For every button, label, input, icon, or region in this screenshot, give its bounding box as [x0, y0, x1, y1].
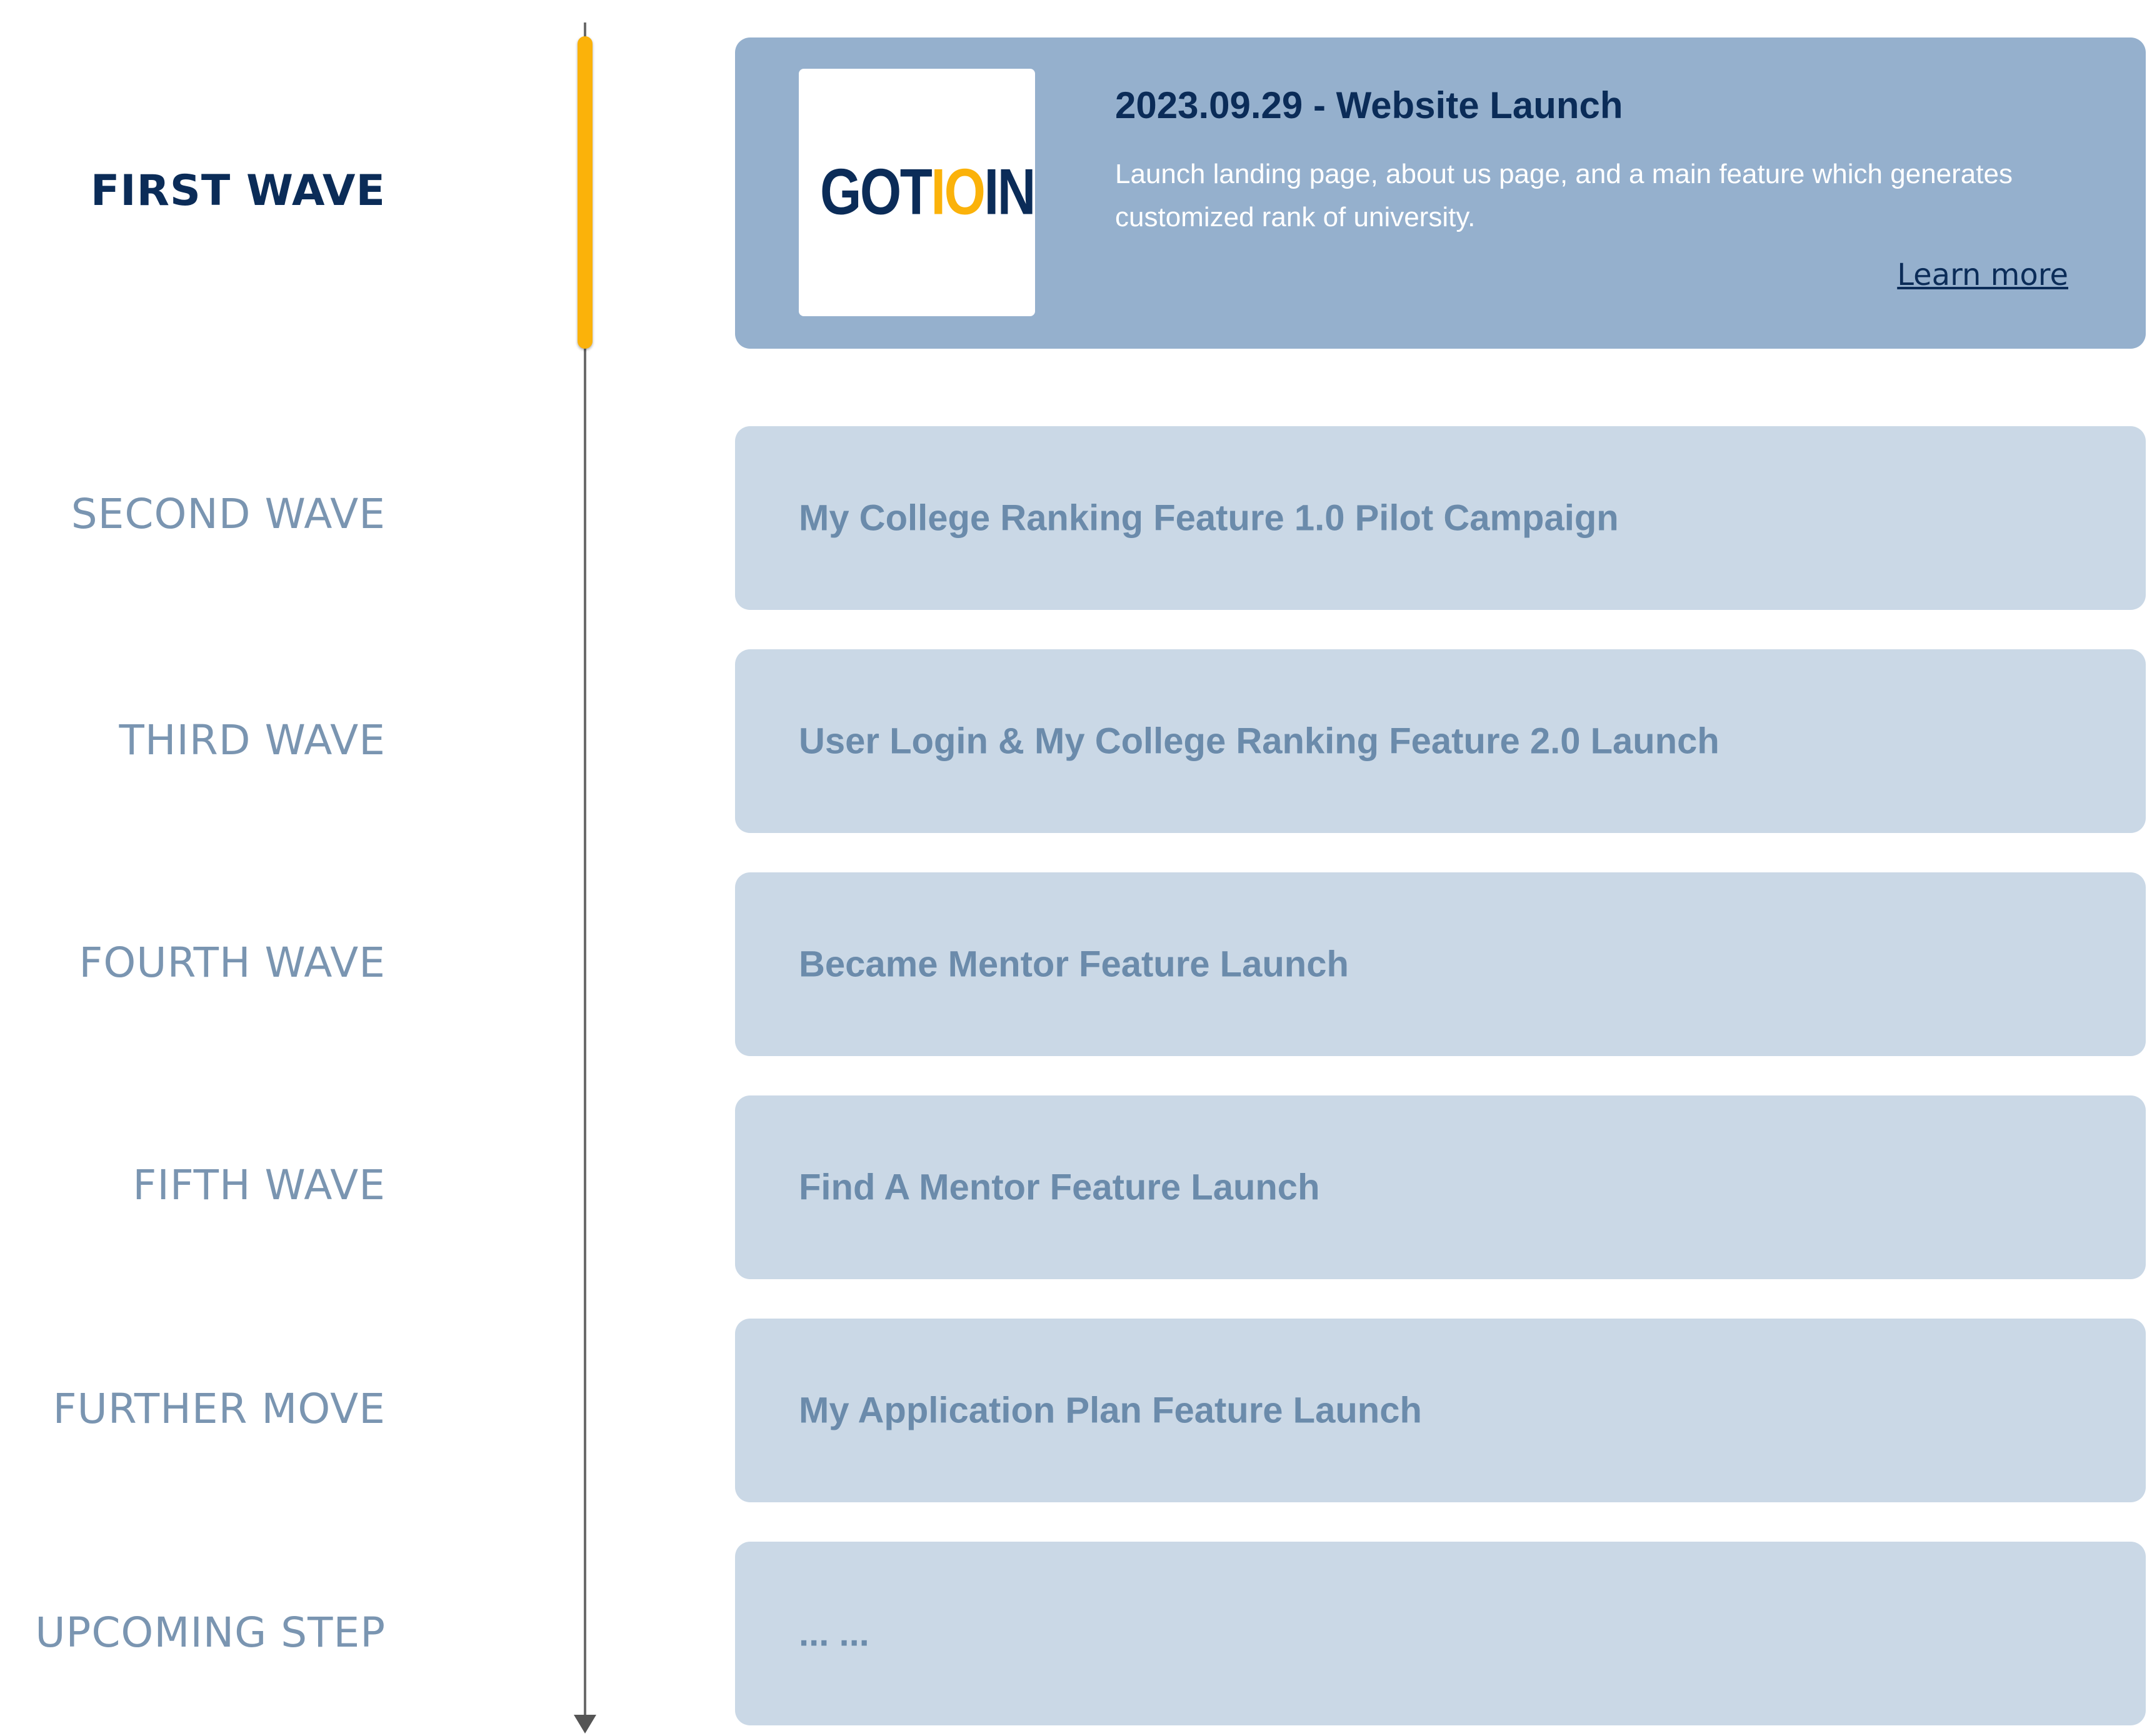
wave-label-second[interactable]: SECOND WAVE [71, 490, 386, 538]
card-title: Became Mentor Feature Launch [799, 944, 1349, 985]
timeline-progress-marker [578, 36, 593, 349]
card-third-wave[interactable]: User Login & My College Ranking Feature … [735, 649, 2146, 833]
logo-wordmark: GOTIOIN [820, 156, 1036, 229]
wave-label-fifth[interactable]: FIFTH WAVE [133, 1161, 386, 1209]
card-title: Find A Mentor Feature Launch [799, 1167, 1320, 1208]
card-fifth-wave[interactable]: Find A Mentor Feature Launch [735, 1095, 2146, 1279]
arrow-down-icon [574, 1715, 596, 1734]
card-further-move[interactable]: My Application Plan Feature Launch [735, 1319, 2146, 1502]
card-upcoming-step[interactable]: ... ... [735, 1542, 2146, 1725]
featured-title: 2023.09.29 - Website Launch [1115, 84, 1623, 126]
card-title: My College Ranking Feature 1.0 Pilot Cam… [799, 497, 1619, 539]
gotioin-logo: GOTIOIN [799, 69, 1036, 316]
featured-description: Launch landing page, about us page, and … [1115, 159, 2013, 232]
wave-label-fourth[interactable]: FOURTH WAVE [79, 939, 386, 987]
wave-label-further-move[interactable]: FURTHER MOVE [53, 1385, 386, 1433]
wave-label-first[interactable]: FIRST WAVE [90, 166, 386, 216]
card-title: My Application Plan Feature Launch [799, 1390, 1422, 1431]
featured-card[interactable]: GOTIOIN 2023.09.29 - Website Launch Laun… [735, 37, 2146, 349]
card-title: User Login & My College Ranking Feature … [799, 721, 1719, 762]
card-fourth-wave[interactable]: Became Mentor Feature Launch [735, 872, 2146, 1056]
learn-more-link[interactable]: Learn more [1897, 257, 2068, 292]
card-title: ... ... [799, 1613, 869, 1654]
timeline-axis [584, 22, 586, 1716]
wave-label-upcoming-step[interactable]: UPCOMING STEP [35, 1609, 386, 1657]
wave-label-third[interactable]: THIRD WAVE [119, 716, 386, 764]
card-second-wave[interactable]: My College Ranking Feature 1.0 Pilot Cam… [735, 426, 2146, 610]
